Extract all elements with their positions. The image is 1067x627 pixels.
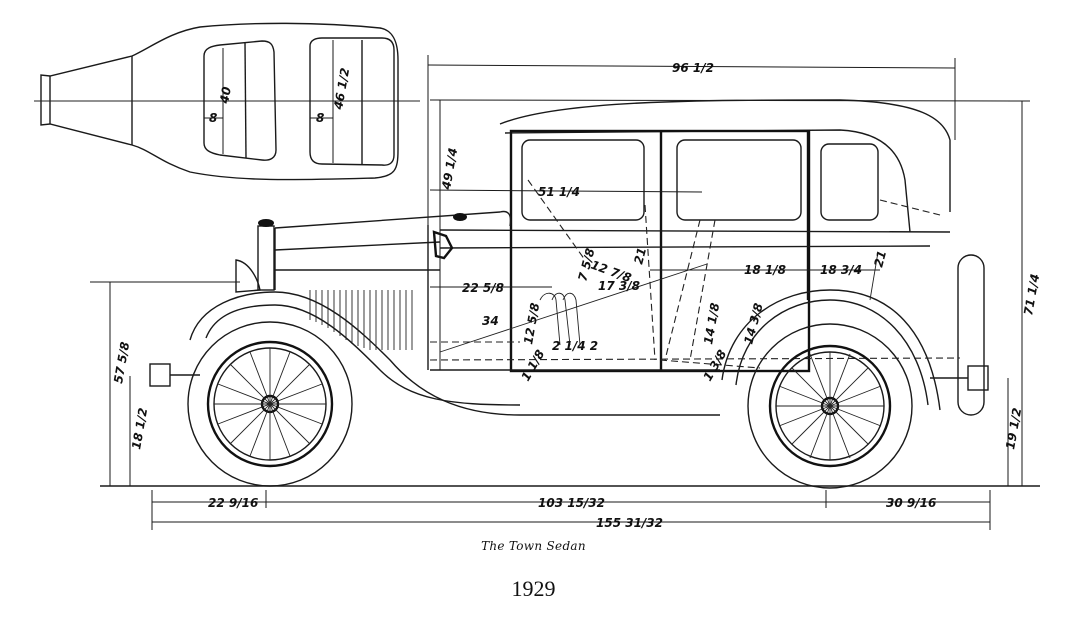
drawing-caption: The Town Sedan xyxy=(481,539,586,553)
dim-body-height: 49 1/4 xyxy=(439,147,460,192)
dim-rear-back-height: 21 xyxy=(871,249,889,269)
dim-rear-axle-height: 19 1/2 xyxy=(1003,407,1024,451)
dim-seat-depth-front: 17 3/8 xyxy=(598,279,640,293)
dim-wheelbase: 103 15/32 xyxy=(538,496,605,510)
side-view xyxy=(100,99,1040,487)
dim-front-seat-height: 12 5/8 xyxy=(521,302,542,346)
dim-overall-length: 155 31/32 xyxy=(596,516,663,530)
dim-front-axle-height: 18 1/2 xyxy=(129,407,150,451)
dim-wheel-well: 14 3/8 xyxy=(741,302,765,346)
dim-pedal-spacing: 2 1/4 2 xyxy=(552,339,598,353)
hood-louvers xyxy=(309,290,413,350)
plan-view xyxy=(34,22,420,181)
dim-rear-seat-height: 14 1/8 xyxy=(701,302,722,346)
dim-rear-seat-leg: 18 1/8 xyxy=(744,263,786,277)
dim-rear-overhang: 30 9/16 xyxy=(886,496,936,510)
dim-rear-seat-back: 18 3/4 xyxy=(820,263,862,277)
dim-floor-a: 1 1/8 xyxy=(518,347,547,383)
rear-wheel xyxy=(747,323,913,489)
plan-rear-seat-width: 46 1/2 xyxy=(331,67,352,112)
interior-seats xyxy=(439,179,941,361)
plan-front-seat-width: 40 xyxy=(217,86,234,106)
plan-front-seat-depth: 8 xyxy=(209,111,217,125)
dim-overall-top-length: 96 1/2 xyxy=(672,61,714,75)
dimension-lines xyxy=(90,55,1031,530)
dim-front-hinge-height: 57 5/8 xyxy=(111,341,132,385)
drawing-year: 1929 xyxy=(511,576,556,601)
plan-rear-seat-depth: 8 xyxy=(316,111,324,125)
dim-front-overhang: 22 9/16 xyxy=(208,496,258,510)
dim-seat-back-height: 21 xyxy=(631,246,649,266)
dim-overall-height: 71 1/4 xyxy=(1021,273,1042,317)
dim-cowl-to-pedal: 22 5/8 xyxy=(462,281,504,295)
dim-steering: 34 xyxy=(482,314,499,328)
front-wheel xyxy=(187,321,353,487)
dim-interior-length: 51 1/4 xyxy=(538,185,580,199)
